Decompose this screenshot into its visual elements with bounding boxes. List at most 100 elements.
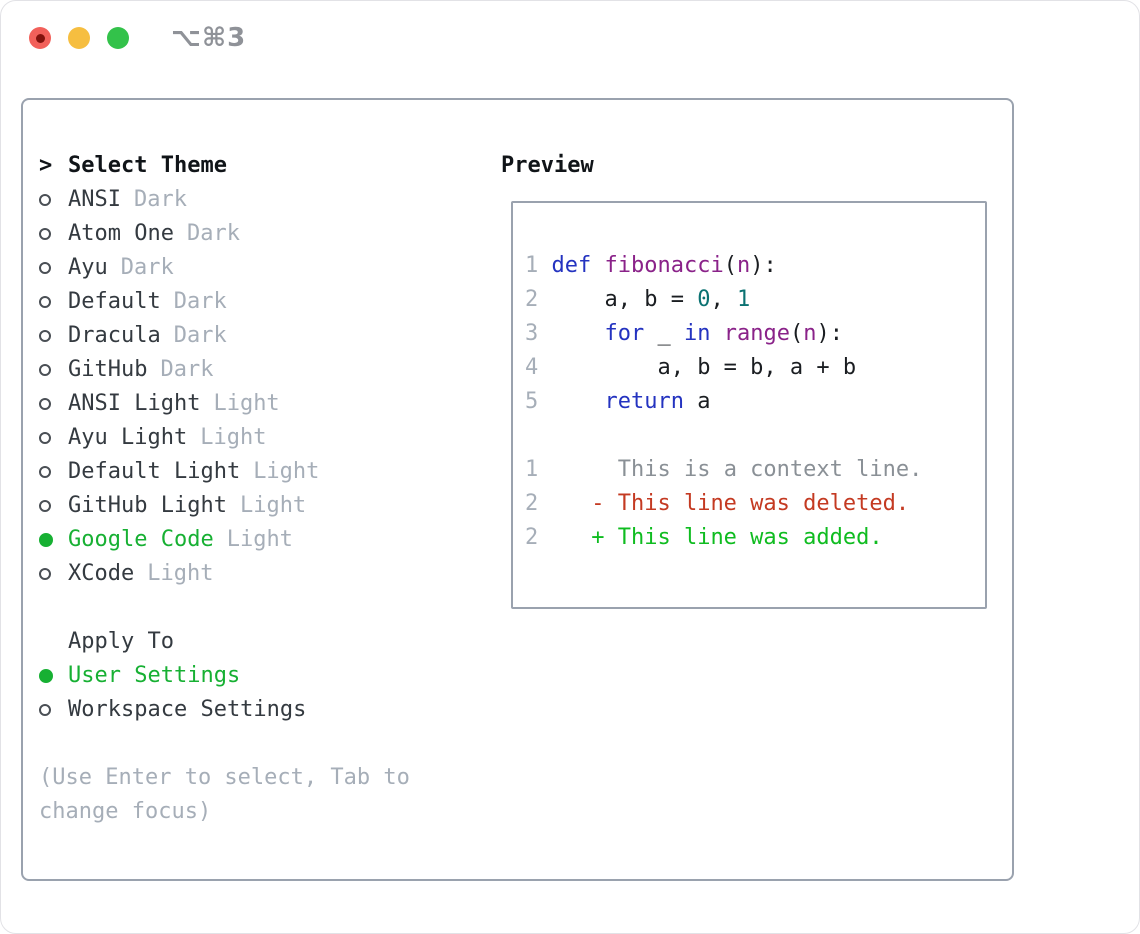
theme-variant: Light (226, 527, 293, 552)
select-theme-header-row: > Select Theme (39, 149, 479, 183)
diff-line-deleted: - This line was deleted. (591, 491, 910, 516)
recording-dot-icon (35, 33, 45, 43)
code-token-plain: a (683, 389, 711, 414)
apply-option-label: User Settings (68, 663, 241, 688)
theme-variant: Dark (173, 323, 227, 348)
theme-name: Default Light (68, 459, 241, 484)
code-token-plain: ): (816, 321, 843, 346)
diff-line-context: This is a context line. (617, 457, 923, 482)
radio-unselected-icon (39, 704, 51, 716)
window-title: ⌥⌘3 (171, 23, 247, 53)
theme-variant: Dark (173, 289, 227, 314)
theme-name: Ayu Light (68, 425, 188, 450)
minimize-button[interactable] (68, 27, 90, 49)
line-number: 2 (525, 287, 539, 312)
titlebar: ⌥⌘3 (1, 1, 1139, 76)
code-token-plain (710, 321, 723, 346)
apply-to-header-row: Apply To (39, 625, 479, 659)
radio-selected-icon (39, 533, 53, 547)
apply-option-user-settings[interactable]: User Settings (39, 659, 479, 693)
theme-name: XCode (68, 561, 135, 586)
theme-variant: Dark (120, 255, 174, 280)
theme-name: Google Code (68, 527, 214, 552)
theme-name: GitHub Light (68, 493, 227, 518)
line-number: 4 (525, 355, 539, 380)
code-token-number: 0 (697, 287, 711, 312)
theme-option-google-code[interactable]: Google Code Light (39, 523, 479, 557)
radio-unselected-icon (39, 466, 51, 478)
theme-option-github-light[interactable]: GitHub Light Light (39, 489, 479, 523)
radio-unselected-icon (39, 568, 51, 580)
code-token-plain: ( (789, 321, 804, 346)
radio-unselected-icon (39, 330, 51, 342)
code-token-plain: a, b = b, a + b (551, 355, 857, 380)
theme-variant: Dark (160, 357, 214, 382)
radio-unselected-icon (39, 364, 51, 376)
theme-option-ansi[interactable]: ANSI Dark (39, 183, 479, 217)
keyboard-hint: (Use Enter to select, Tab to change focu… (39, 765, 410, 824)
theme-option-dracula[interactable]: Dracula Dark (39, 319, 479, 353)
theme-variant: Light (213, 391, 280, 416)
line-number: 5 (525, 389, 539, 414)
radio-unselected-icon (39, 432, 51, 444)
radio-unselected-icon (39, 228, 51, 240)
zoom-button[interactable] (107, 27, 129, 49)
apply-to-header: Apply To (68, 629, 174, 654)
theme-option-atom-one[interactable]: Atom One Dark (39, 217, 479, 251)
preview-header: Preview (501, 153, 594, 178)
code-token-keyword: for (604, 321, 645, 346)
theme-name: ANSI (68, 187, 121, 212)
theme-name: ANSI Light (68, 391, 201, 416)
radio-unselected-icon (39, 398, 51, 410)
line-number: 1 (525, 253, 539, 278)
close-button[interactable] (29, 27, 51, 49)
radio-selected-icon (39, 669, 53, 683)
theme-variant: Dark (186, 221, 240, 246)
apply-option-label: Workspace Settings (68, 697, 307, 722)
code-token-function: fibonacci (604, 253, 724, 278)
theme-option-default-light[interactable]: Default Light Light (39, 455, 479, 489)
theme-variant: Light (253, 459, 320, 484)
theme-name: GitHub (68, 357, 148, 382)
spacer (39, 727, 479, 761)
theme-name: Dracula (68, 323, 161, 348)
theme-option-ayu-light[interactable]: Ayu Light Light (39, 421, 479, 455)
preview-code: 1 def fibonacci(n): 2 a, b = 0, 1 3 for … (513, 203, 985, 555)
diff-line-added: + This line was added. (591, 525, 883, 550)
code-token-number: 1 (736, 287, 751, 312)
theme-option-ayu[interactable]: Ayu Dark (39, 251, 479, 285)
code-token-plain (591, 253, 604, 278)
theme-option-ansi-light[interactable]: ANSI Light Light (39, 387, 479, 421)
line-number: 2 (525, 491, 539, 516)
code-token-function: range (723, 321, 790, 346)
preview-box: 1 def fibonacci(n): 2 a, b = 0, 1 3 for … (511, 201, 987, 609)
theme-variant: Dark (133, 187, 187, 212)
theme-variant: Light (239, 493, 307, 518)
code-token-plain: ): (750, 253, 777, 278)
radio-unselected-icon (39, 194, 51, 206)
theme-name: Atom One (68, 221, 174, 246)
code-token-plain: , (710, 287, 737, 312)
theme-name: Ayu (68, 255, 108, 280)
code-token-plain: ( (723, 253, 737, 278)
theme-variant: Light (200, 425, 267, 450)
cursor-indicator-icon: > (39, 153, 53, 178)
code-token-keyword: def (551, 253, 592, 278)
code-token-plain: _ (644, 321, 684, 346)
radio-unselected-icon (39, 500, 51, 512)
spacer (39, 591, 479, 625)
code-token-keyword: in (683, 321, 711, 346)
line-number: 1 (525, 457, 539, 482)
code-token-keyword: return (604, 389, 684, 414)
apply-option-workspace-settings[interactable]: Workspace Settings (39, 693, 479, 727)
radio-unselected-icon (39, 296, 51, 308)
theme-option-github[interactable]: GitHub Dark (39, 353, 479, 387)
select-theme-header: Select Theme (68, 153, 227, 178)
